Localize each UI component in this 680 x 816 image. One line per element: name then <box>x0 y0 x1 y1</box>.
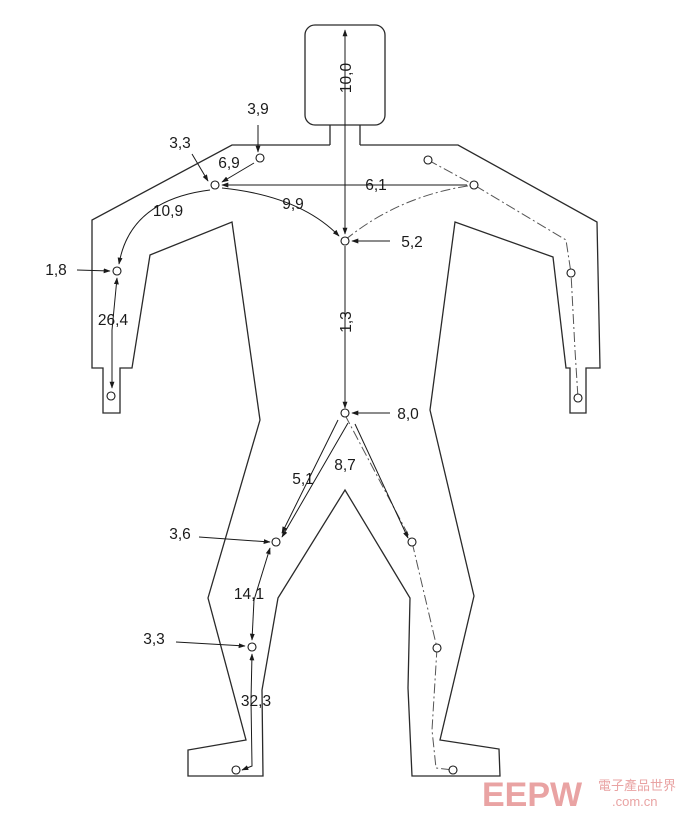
label-knee: 3,6 <box>169 526 191 543</box>
shin-arrow-up <box>253 547 271 601</box>
shoulder-left-pointer <box>191 153 209 182</box>
body-outline <box>91 144 601 777</box>
label-elbow: 1,8 <box>45 262 67 279</box>
label-lower-leg: 32,3 <box>241 693 271 710</box>
lower-leg-arrow-down <box>241 699 253 771</box>
joint-elbow-right <box>566 268 576 278</box>
joint-knee-right <box>407 537 417 547</box>
joint-shoulder-top <box>255 153 265 163</box>
joint-shoulder-right-top <box>423 155 433 165</box>
label-torso: 1,3 <box>338 311 355 333</box>
watermark-url: .com.cn <box>612 794 658 809</box>
label-head-height: 10,0 <box>338 63 355 94</box>
label-clavicle: 9,9 <box>282 196 304 213</box>
label-ankle: 3,3 <box>143 631 165 648</box>
joint-elbow-left <box>112 266 122 276</box>
label-hip: 8,0 <box>397 406 419 423</box>
right-linkage-dashdot <box>427 159 579 399</box>
label-upper-arm: 10,9 <box>153 203 183 220</box>
label-shoulder-span: 6,1 <box>365 177 387 194</box>
label-shin: 14,1 <box>234 586 264 603</box>
joint-hip <box>340 408 350 418</box>
label-forearm: 26,4 <box>98 312 129 329</box>
label-neck-joint: 5,2 <box>401 234 423 251</box>
clavicle-curve-arrow <box>221 187 340 237</box>
label-shoulder-width-small: 6,9 <box>218 155 240 172</box>
joint-foot-left <box>231 765 241 775</box>
joint-shoulder-left <box>210 180 220 190</box>
ankle-pointer <box>175 641 246 649</box>
joint-ankle-left <box>247 642 257 652</box>
label-shoulder-top: 3,9 <box>247 101 269 118</box>
label-shoulder-left: 3,3 <box>169 135 191 152</box>
elbow-pointer <box>76 268 111 274</box>
thigh-arrow-c <box>354 423 409 539</box>
joint-knee-left <box>271 537 281 547</box>
upper-arm-curve-arrow <box>117 189 211 265</box>
label-hip-to-knee-a: 5,1 <box>292 471 314 488</box>
right-leg-dashdot <box>344 414 454 771</box>
forearm-arrow-up <box>111 277 119 331</box>
thigh-arrow-a <box>281 419 339 534</box>
joint-foot-right <box>448 765 458 775</box>
label-hip-to-knee-b: 8,7 <box>334 457 356 474</box>
watermark-brand: EEPW <box>482 776 583 811</box>
joint-neck <box>340 236 350 246</box>
joint-wrist-left <box>106 391 116 401</box>
shin-arrow-down <box>249 599 255 641</box>
watermark-cn: 電子產品世界 <box>598 778 676 793</box>
thigh-arrow-b <box>281 422 349 538</box>
neck-outline <box>329 125 361 145</box>
joint-shoulder-right <box>469 180 479 190</box>
joint-ankle-right <box>432 643 442 653</box>
shoulder-small-arrow <box>221 162 255 183</box>
lower-leg-arrow-up <box>249 653 255 701</box>
joint-wrist-right <box>573 393 583 403</box>
knee-pointer <box>198 536 271 545</box>
